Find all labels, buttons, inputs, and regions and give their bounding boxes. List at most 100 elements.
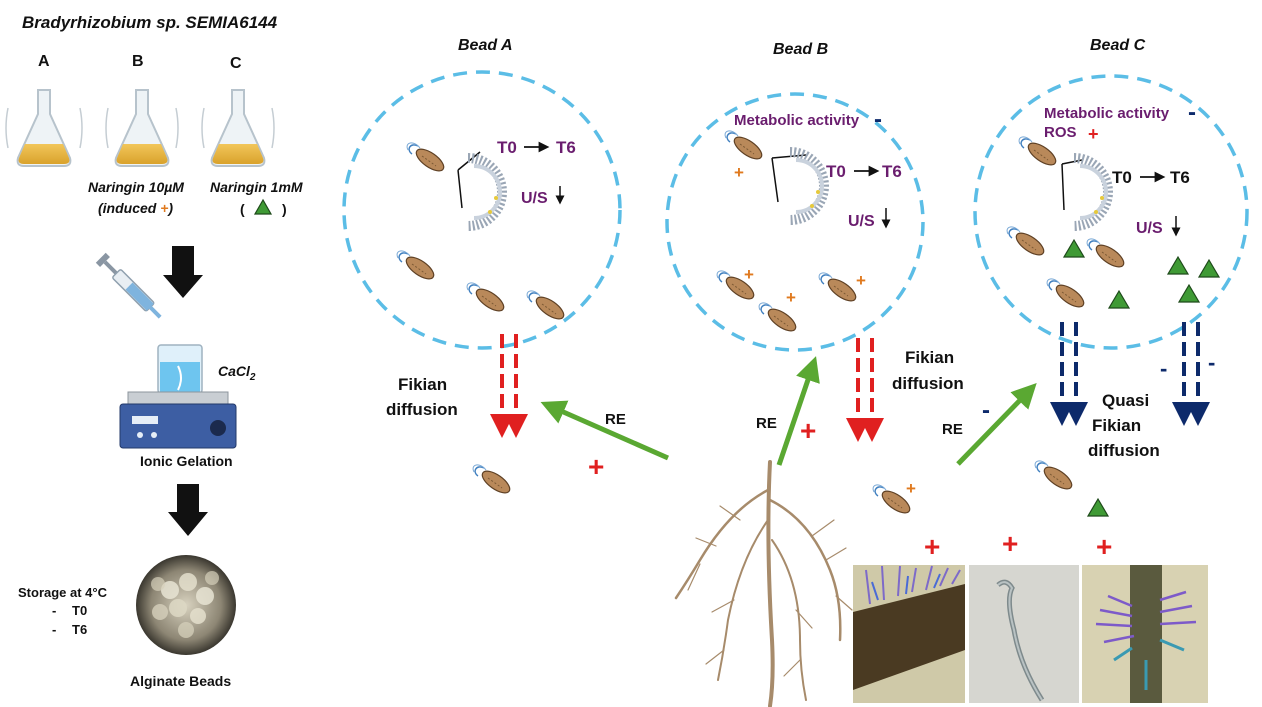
bead-c-diffusion-1: Quasi (1102, 391, 1149, 410)
green-re-arrow (956, 383, 1037, 466)
orange-plus: + (744, 265, 754, 284)
green-re-arrow (776, 356, 820, 466)
ionic-gelation-label: Ionic Gelation (140, 453, 233, 469)
orange-plus: + (906, 479, 916, 498)
bead-b-title: Bead B (773, 41, 828, 58)
bacterium-icon (526, 290, 568, 324)
induced-plus: + (160, 200, 168, 216)
bead-c-metabolic: Metabolic activity (1044, 105, 1170, 122)
bacterium-icon (1018, 136, 1060, 170)
flask-b-caption: Naringin 10µM (88, 179, 184, 195)
membrane-icon (1074, 158, 1108, 226)
down-arrow-icon (163, 246, 203, 298)
bacterium-icon (818, 272, 860, 306)
membrane-icon (468, 158, 502, 226)
bead-c-t0: T0 (1112, 168, 1132, 187)
bead-b-metabolic: Metabolic activity (734, 112, 860, 129)
bacterium-icon (1034, 460, 1076, 494)
bacterium-icon (1046, 278, 1088, 312)
bead-c-diffusion-3: diffusion (1088, 441, 1160, 460)
down-arrow-icon (168, 484, 208, 536)
flask-b-icon (105, 89, 179, 167)
bead-b-t0: T0 (826, 162, 846, 181)
naringin-triangle-icon (1086, 497, 1110, 517)
bead-b-circle (665, 92, 925, 352)
bacterium-icon (758, 302, 800, 336)
bead-c-us: U/S (1136, 220, 1163, 237)
flask-a-icon (5, 89, 83, 167)
re-label-c: RE (942, 421, 963, 438)
alginate-beads-label: Alginate Beads (130, 673, 231, 689)
flask-label-a: A (38, 53, 50, 70)
bead-b-diffusion-1: Fikian (905, 348, 954, 367)
plus-sign: + (924, 531, 940, 562)
bacterium-icon (472, 464, 514, 498)
minus-sign: - (1160, 356, 1167, 381)
bead-b-diffusion-2: diffusion (892, 374, 964, 393)
flask-label-c: C (230, 55, 242, 72)
root-hair-micrograph-a (853, 565, 965, 703)
orange-plus: + (856, 271, 866, 290)
naringin-triangle-icon (1062, 238, 1086, 258)
storage-item-t6: T6 (72, 622, 87, 637)
storage-bullet: - (52, 603, 56, 618)
minus-sign: - (1208, 350, 1215, 375)
bacterium-icon (466, 282, 508, 316)
re-label-a: RE (605, 411, 626, 428)
bacterium-icon (406, 142, 448, 176)
minus-sign: - (982, 397, 990, 424)
green-re-arrow (540, 400, 670, 461)
root-hair-micrograph-c (1082, 565, 1208, 703)
bacterium-icon (396, 250, 438, 284)
bead-a-us: U/S (521, 190, 548, 207)
flask-c-icon (201, 89, 275, 167)
cacl2-subscript: 2 (249, 372, 256, 383)
naringin-triangle-icon (1197, 258, 1221, 278)
naringin-triangle-icon (253, 198, 273, 215)
re-label-b: RE (756, 415, 777, 432)
bacterium-icon (1086, 238, 1128, 272)
syringe-icon (95, 252, 162, 319)
membrane-icon (790, 152, 824, 220)
storage-title: Storage at 4°C (18, 585, 108, 600)
cacl2-label: CaCl2 (218, 363, 256, 383)
flask-label-b: B (132, 53, 144, 70)
bead-a-diffusion-2: diffusion (386, 400, 458, 419)
plus-sign: + (1002, 528, 1018, 559)
bead-c-ros: ROS (1044, 124, 1077, 141)
storage-item-t0: T0 (72, 603, 87, 618)
magnetic-stirrer-icon (119, 344, 237, 449)
induced-close: ) (166, 200, 173, 216)
naringin-triangle-icon (1166, 255, 1190, 275)
naringin-triangle-icon (1177, 283, 1201, 303)
bead-a-t6: T6 (556, 138, 576, 157)
flask-c-open-paren: ( (240, 201, 245, 217)
zoom-lines (771, 154, 807, 203)
bead-c-ros-sign: + (1088, 124, 1099, 144)
orange-plus: + (786, 288, 796, 307)
bead-b-t6: T6 (882, 162, 902, 181)
bead-a-circle (342, 70, 622, 350)
plus-sign: + (1096, 531, 1112, 562)
flask-b-caption-2: (induced +) (98, 200, 173, 216)
cacl2-text: CaCl (218, 363, 251, 379)
root-hair-micrograph-b (969, 565, 1079, 703)
bead-a-diffusion-1: Fikian (398, 375, 447, 394)
plus-sign: + (588, 451, 604, 482)
bead-a-title: Bead A (458, 37, 513, 54)
bead-c-diffusion-2: Fikian (1092, 416, 1141, 435)
zoom-lines (1061, 159, 1083, 211)
bead-b-metabolic-sign: - (874, 106, 882, 133)
alginate-beads-photo (136, 555, 236, 655)
flask-c-caption: Naringin 1mM (210, 179, 303, 195)
flask-c-close-paren: ) (282, 201, 287, 217)
plus-sign: + (800, 415, 816, 446)
bead-c-title: Bead C (1090, 37, 1146, 54)
bacterium-icon (724, 130, 766, 164)
naringin-triangle-icon (1107, 289, 1131, 309)
bead-b-us: U/S (848, 213, 875, 230)
bead-c-circle (973, 74, 1249, 350)
storage-bullet: - (52, 622, 56, 637)
induced-text: (induced (98, 200, 160, 216)
